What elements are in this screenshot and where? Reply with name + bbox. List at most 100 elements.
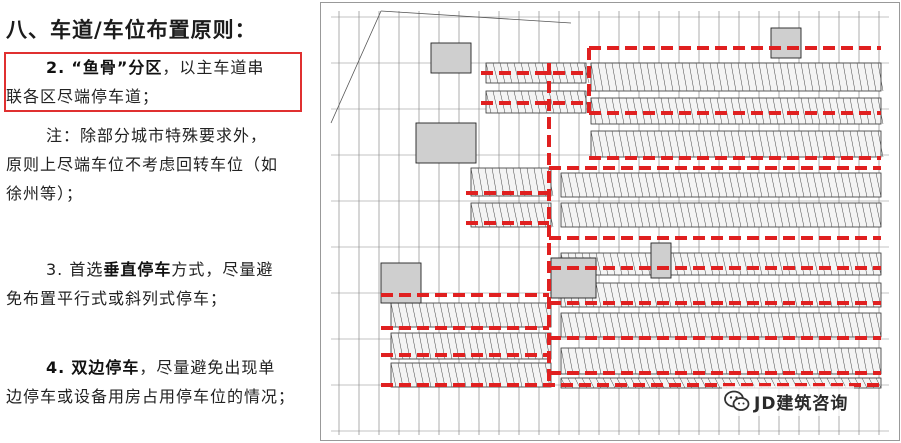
stall-hatch xyxy=(826,312,833,338)
stall-hatch xyxy=(707,312,714,338)
stall-hatch xyxy=(404,302,411,328)
stall-hatch xyxy=(588,377,595,389)
stall-hatch xyxy=(721,172,728,198)
stall-hatch xyxy=(446,362,453,388)
stall-hatch xyxy=(735,172,742,198)
stall-hatch xyxy=(595,312,602,338)
stall-hatch xyxy=(686,347,693,375)
stall-hatch xyxy=(512,167,519,197)
stall-hatch xyxy=(488,302,495,328)
stall-hatch xyxy=(632,130,639,158)
item-3-text-b: 免布置平行式或斜列式停车； xyxy=(6,289,228,308)
stall-hatch xyxy=(397,302,404,328)
stall-hatch xyxy=(814,97,821,125)
stall-hatch xyxy=(537,362,544,388)
stall-hatch xyxy=(630,202,637,228)
stall-hatch xyxy=(877,62,884,92)
stall-hatch xyxy=(744,97,751,125)
stall-hatch xyxy=(688,130,695,158)
stall-hatch xyxy=(527,62,534,84)
stall-hatch xyxy=(763,347,770,375)
parking-plan-drawing xyxy=(320,2,900,441)
stall-hatch xyxy=(637,347,644,375)
stall-hatch xyxy=(581,172,588,198)
stall-hatch xyxy=(751,130,758,158)
stall-hatch xyxy=(623,202,630,228)
stall-hatch xyxy=(709,97,716,125)
stall-hatch xyxy=(644,202,651,228)
stall-hatch xyxy=(749,312,756,338)
stall-hatch xyxy=(833,252,840,276)
stall-hatch xyxy=(875,252,882,276)
stall-hatch xyxy=(595,202,602,228)
stall-hatch xyxy=(509,302,516,328)
stall-hatch xyxy=(616,172,623,198)
stall-hatch xyxy=(560,347,567,375)
item-4-text-b: 边停车或设备用房占用停车位的情况； xyxy=(6,387,296,406)
stall-hatch xyxy=(588,172,595,198)
stall-hatch xyxy=(679,312,686,338)
stall-hatch xyxy=(765,62,772,92)
parking-rows xyxy=(380,27,884,389)
stall-hatch xyxy=(758,130,765,158)
stall-hatch xyxy=(819,347,826,375)
stall-hatch xyxy=(616,312,623,338)
stall-hatch xyxy=(735,347,742,375)
stall-hatch xyxy=(805,312,812,338)
stall-hatch xyxy=(756,172,763,198)
stall-hatch xyxy=(784,347,791,375)
stall-hatch xyxy=(828,130,835,158)
stall-hatch xyxy=(791,347,798,375)
stall-hatch xyxy=(735,252,742,276)
stall-hatch xyxy=(835,97,842,125)
stall-hatch xyxy=(714,377,721,389)
stall-hatch xyxy=(658,172,665,198)
stall-hatch xyxy=(390,302,397,328)
stall-hatch xyxy=(597,130,604,158)
stall-hatch xyxy=(847,202,854,228)
stall-hatch xyxy=(833,202,840,228)
stall-hatch xyxy=(602,312,609,338)
stall-hatch xyxy=(721,252,728,276)
item-3-pre: 首选 xyxy=(69,260,104,279)
item-4-text-a: ，尽量避免出现单 xyxy=(139,358,276,377)
stall-hatch xyxy=(665,282,672,308)
stall-hatch xyxy=(693,172,700,198)
stall-hatch xyxy=(651,312,658,338)
stall-hatch xyxy=(653,130,660,158)
stall-hatch xyxy=(749,347,756,375)
stall-hatch xyxy=(863,130,870,158)
stall-hatch xyxy=(513,62,520,84)
stall-hatch xyxy=(693,347,700,375)
stall-hatch xyxy=(798,252,805,276)
item-2-text-a: ，以主车道串 xyxy=(162,58,265,77)
stall-hatch xyxy=(777,172,784,198)
stall-hatch xyxy=(411,302,418,328)
stall-hatch xyxy=(686,172,693,198)
stall-hatch xyxy=(581,202,588,228)
stall-hatch xyxy=(658,347,665,375)
stall-hatch xyxy=(560,172,567,198)
stall-hatch xyxy=(651,202,658,228)
stall-hatch xyxy=(651,347,658,375)
stall-hatch xyxy=(728,202,735,228)
stall-hatch xyxy=(681,130,688,158)
stall-hatch xyxy=(602,347,609,375)
stall-hatch xyxy=(875,202,882,228)
stall-hatch xyxy=(835,62,842,92)
boundary-line xyxy=(330,10,382,124)
stall-hatch xyxy=(721,312,728,338)
stall-hatch xyxy=(674,97,681,125)
parking-row xyxy=(560,202,882,228)
stall-hatch xyxy=(840,347,847,375)
stall-hatch xyxy=(840,312,847,338)
stall-hatch xyxy=(530,302,537,328)
stall-hatch xyxy=(602,172,609,198)
stall-hatch xyxy=(418,302,425,328)
stall-hatch xyxy=(660,62,667,92)
stall-hatch xyxy=(805,202,812,228)
stall-hatch xyxy=(590,130,597,158)
stall-hatch xyxy=(721,202,728,228)
stall-hatch xyxy=(618,62,625,92)
stall-hatch xyxy=(609,347,616,375)
